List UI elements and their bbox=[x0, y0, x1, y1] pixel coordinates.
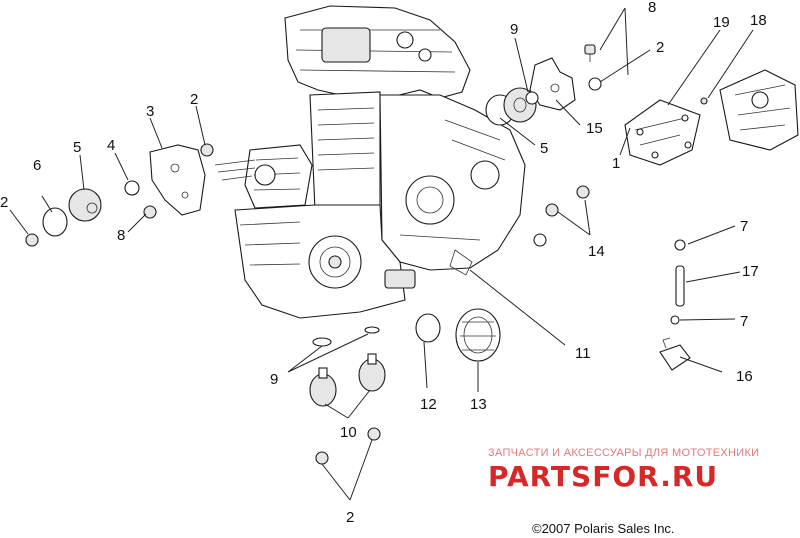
cap-7-upper bbox=[674, 239, 686, 251]
nut-2-top bbox=[588, 77, 602, 91]
callout-16: 16 bbox=[736, 368, 753, 385]
nut-2-lower-a bbox=[315, 451, 329, 465]
callout-2-bottom: 2 bbox=[346, 509, 354, 526]
valve-16 bbox=[659, 337, 691, 371]
engine-block bbox=[214, 5, 547, 319]
frame-section bbox=[719, 69, 799, 151]
boot-13 bbox=[455, 308, 501, 362]
callout-14: 14 bbox=[588, 243, 605, 260]
callout-9-top: 9 bbox=[510, 21, 518, 38]
bolt-8-top bbox=[584, 44, 596, 62]
tube-17 bbox=[675, 265, 685, 307]
callout-13: 13 bbox=[470, 396, 487, 413]
watermark: ЗАПЧАСТИ И АКСЕССУАРЫ ДЛЯ МОТОТЕХНИКИ PA… bbox=[488, 447, 759, 493]
mount-plate bbox=[624, 99, 701, 166]
nut-2-lower-b bbox=[367, 427, 381, 441]
callout-8-top: 8 bbox=[648, 0, 656, 16]
callout-numbers: 2 6 5 4 3 2 8 8 9 2 19 18 1 15 5 14 7 17… bbox=[0, 0, 767, 526]
callout-4: 4 bbox=[107, 137, 115, 154]
washer-4 bbox=[124, 180, 140, 196]
clamp-12 bbox=[415, 313, 441, 343]
washer-6 bbox=[42, 207, 68, 237]
bolt-8-left bbox=[143, 205, 157, 219]
callout-1: 1 bbox=[612, 155, 620, 172]
nut-2-left bbox=[25, 233, 39, 247]
callout-2-top: 2 bbox=[656, 39, 664, 56]
callout-8-left: 8 bbox=[117, 227, 125, 244]
washer-9-lower-b bbox=[364, 326, 380, 334]
callout-7-lower: 7 bbox=[740, 313, 748, 330]
watermark-subtitle: ЗАПЧАСТИ И АКСЕССУАРЫ ДЛЯ МОТОТЕХНИКИ bbox=[488, 447, 759, 459]
callout-18: 18 bbox=[750, 12, 767, 29]
bolt-18 bbox=[700, 97, 708, 105]
leader-lines bbox=[9, 7, 754, 501]
left-bracket bbox=[149, 144, 206, 216]
washer-9-lower-a bbox=[312, 337, 332, 347]
callout-2-far-left: 2 bbox=[0, 194, 8, 211]
copyright-notice: ©2007 Polaris Sales Inc. bbox=[532, 521, 675, 536]
rubber-mount-10a bbox=[309, 367, 337, 407]
damper-left bbox=[68, 188, 102, 222]
callout-6: 6 bbox=[33, 157, 41, 174]
callout-9-lower: 9 bbox=[270, 371, 278, 388]
callout-11: 11 bbox=[575, 345, 591, 362]
callout-17: 17 bbox=[742, 263, 759, 280]
callout-7-upper: 7 bbox=[740, 218, 748, 235]
watermark-brand: PARTSFOR.RU bbox=[488, 460, 718, 493]
nut-2-left-top bbox=[200, 143, 214, 157]
bolt-14a bbox=[576, 185, 590, 199]
bolt-14b bbox=[545, 203, 559, 217]
callout-5-right: 5 bbox=[540, 140, 548, 157]
cap-7-lower bbox=[670, 315, 680, 325]
rubber-mount-10b bbox=[358, 353, 386, 392]
callout-10: 10 bbox=[340, 424, 357, 441]
callout-5-left: 5 bbox=[73, 139, 81, 156]
washer-9-top bbox=[525, 91, 539, 105]
callout-2-left: 2 bbox=[190, 91, 198, 108]
callout-19: 19 bbox=[713, 14, 730, 31]
callout-3: 3 bbox=[146, 103, 154, 120]
callout-12: 12 bbox=[420, 396, 437, 413]
callout-15: 15 bbox=[586, 120, 603, 137]
